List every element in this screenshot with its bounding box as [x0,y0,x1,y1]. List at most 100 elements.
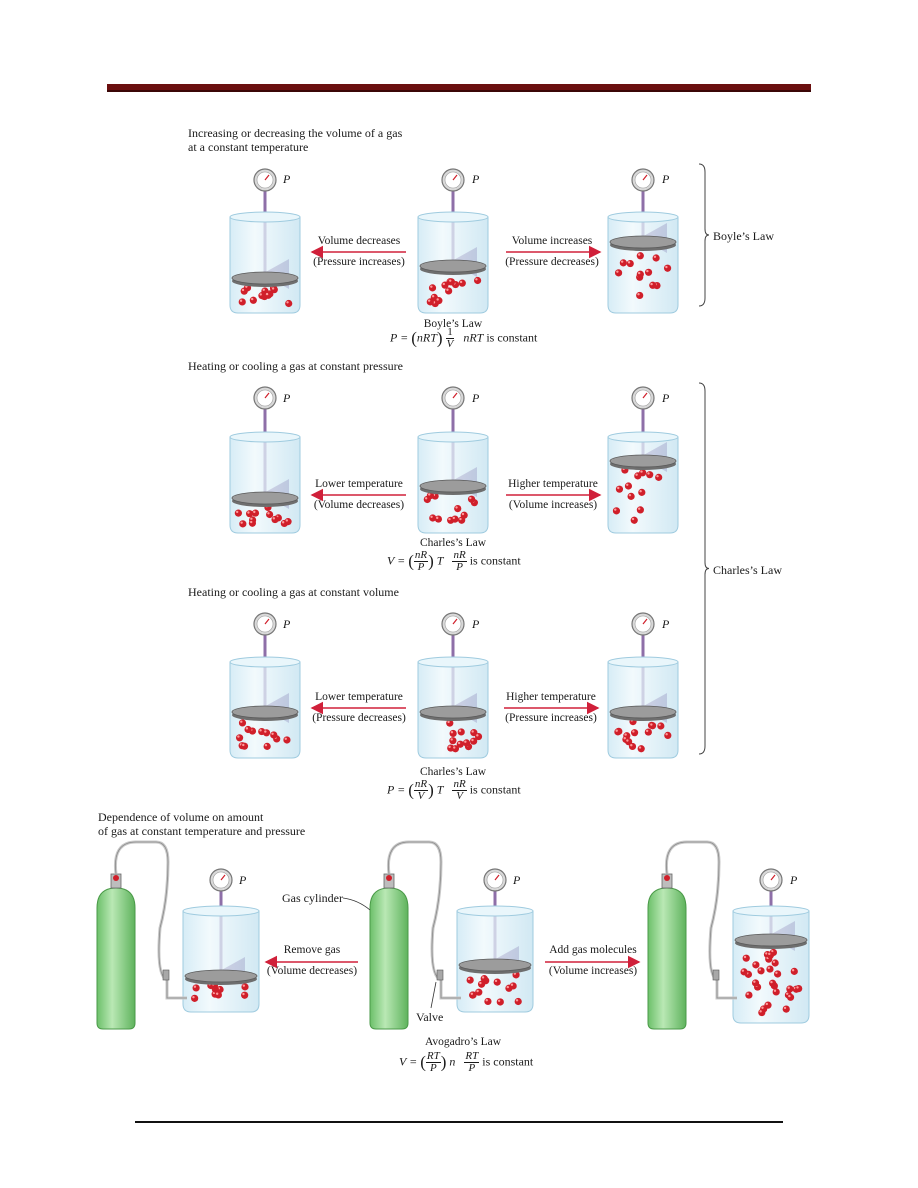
gas-molecule [475,988,483,996]
gas-molecule [764,1001,772,1009]
gas-molecule [782,1005,790,1013]
gauge-label: P [790,873,798,887]
gauge-label: P [662,172,670,186]
gas-molecule [786,985,794,993]
gas-cylinder-middle [369,840,461,1030]
piston-top [609,235,677,249]
gas-molecule [449,729,457,738]
gas-molecule [638,488,646,496]
beaker-rim [229,656,301,668]
charles-v-law-name: Charles’s Law [419,766,487,778]
gas-molecule [238,298,246,306]
gas-molecule [251,509,260,517]
gas-molecule [428,284,437,292]
pressure-gauge [441,612,465,636]
gas-molecule [266,510,274,519]
charles-p-left-arrow-label: Lower temperature (Volume decreases) [313,478,405,511]
gas-molecule [474,276,482,285]
gas-molecule [627,492,635,500]
piston-top [231,491,299,505]
gas-molecule [262,729,271,737]
valve-leader [430,981,437,1009]
cylinder-knob [664,875,670,881]
pressure-gauge [483,868,507,892]
gas-molecule [774,970,782,978]
gas-molecule [644,268,653,276]
pressure-gauge [441,386,465,410]
gas-molecule [426,492,435,500]
gas-molecule [214,991,222,999]
gas-molecule [191,994,199,1002]
piston-top [184,969,258,983]
gas-molecule [628,742,637,751]
piston-top [419,479,487,493]
beaker-glass [229,436,301,534]
beaker-rim [456,905,534,917]
gas-molecule [636,270,644,278]
valve-label: Valve [416,1010,444,1024]
gauge-needle [770,874,776,881]
charles-pressure-section-title: Heating or cooling a gas at constant pre… [188,359,403,373]
beaker-rim [607,431,679,443]
gas-molecule [234,509,242,517]
piston-top [458,958,532,972]
beaker-charles-p-hot [607,386,679,534]
beaker-boyle-compressed [229,168,301,314]
gas-hose-outline [666,841,737,999]
gas-molecule [636,291,644,300]
header-rule [107,84,811,90]
gas-molecule [270,731,278,739]
gas-molecule [630,516,638,524]
beaker-rim [417,431,489,443]
gas-molecule [786,993,795,1001]
avogadro-right-arrow-label: Add gas molecules (Volume increases) [548,944,638,977]
gauge-label: P [472,617,480,631]
gas-molecule [742,954,750,962]
charles-p-law-name: Charles’s Law [419,537,487,549]
gas-molecule [637,745,645,753]
gauge-needle [642,174,648,181]
cylinder-knob [113,875,119,881]
beaker-rim [607,656,679,668]
gas-molecule [244,725,252,734]
gas-molecule [626,259,634,268]
gas-molecule [235,734,244,742]
beaker-boyle-expanded [607,168,679,314]
charles-v-right-arrow-label: Higher temperature (Pressure increases) [505,691,597,724]
cylinder-knob [386,875,392,881]
gas-molecule [769,979,777,987]
beaker-glass [607,436,679,534]
piston-top [734,933,808,947]
charles-brace [698,382,710,755]
gas-molecule [636,506,644,514]
gas-molecule [241,983,249,991]
gas-molecule [458,516,466,524]
gas-molecule [615,485,624,493]
gas-molecule [284,518,292,526]
gas-molecule [462,739,471,747]
gas-molecule [283,736,291,744]
gas-molecule [652,254,660,262]
gas-molecule [619,259,627,267]
footer-rule [135,1121,783,1123]
gauge-label: P [239,873,247,887]
gas-molecule [470,737,478,745]
beaker-avogadro-more-gas [732,868,810,1024]
piston-top [609,454,677,468]
pressure-gauge [253,612,277,636]
gauge-needle [220,874,226,881]
gas-molecule [790,967,798,975]
gas-molecule [771,959,779,967]
pressure-gauge [759,868,783,892]
gas-molecule [484,997,492,1006]
gas-molecule [766,965,774,973]
gas-molecule [509,982,517,990]
pressure-gauge [209,868,233,892]
gas-molecule [446,719,454,727]
gauge-label: P [513,873,521,887]
gas-molecule [441,281,449,289]
gas-molecule [795,984,803,993]
